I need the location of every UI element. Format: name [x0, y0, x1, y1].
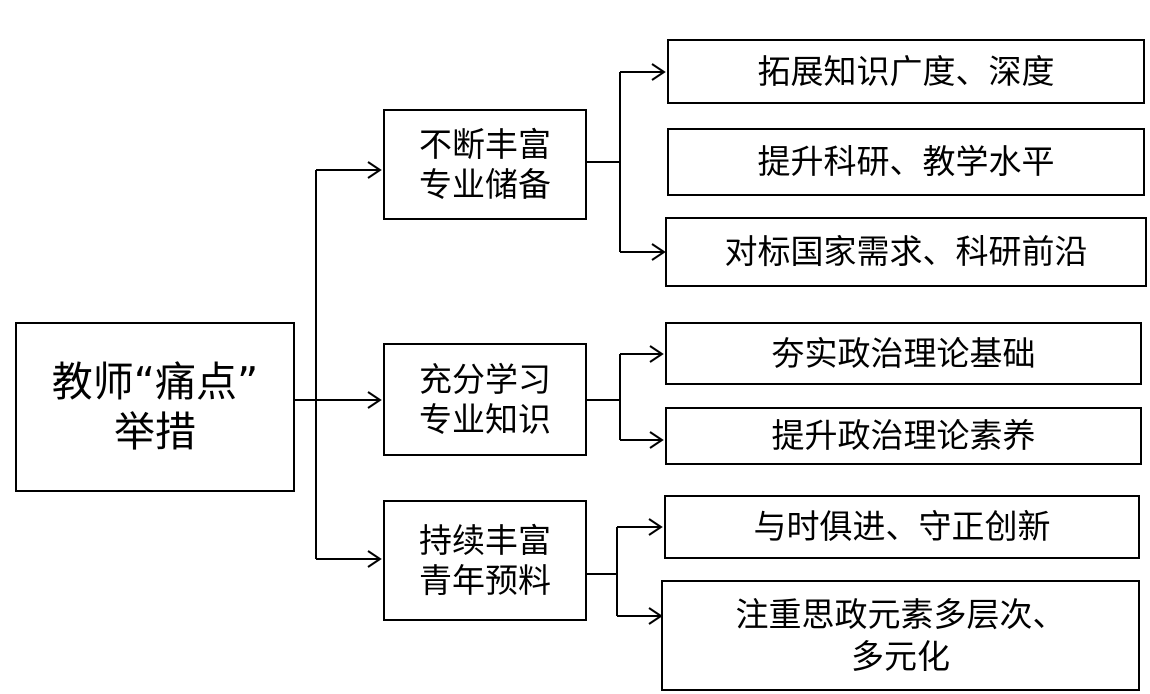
leaf-node-1-3-text: 对标国家需求、科研前沿 [724, 232, 1088, 271]
arrow-branch-2-leaf-2 [649, 431, 664, 449]
branch-node-3-line-2: 青年预料 [419, 560, 551, 600]
arrow-root-branch-2 [367, 391, 382, 409]
leaf-node-1-1-text: 拓展知识广度、深度 [757, 51, 1055, 91]
branch-node-1: 不断丰富 专业储备 [383, 109, 587, 220]
arrow-branch-1-leaf-3 [651, 243, 666, 261]
connector-branch-3-trunk [585, 527, 618, 616]
branch-node-1-line-2: 专业储备 [419, 164, 551, 204]
arrow-root-branch-1 [367, 161, 382, 179]
arrow-root-branch-3 [367, 550, 382, 568]
branch-node-1-line-1: 不断丰富 [419, 124, 551, 164]
leaf-node-1-2: 提升科研、教学水平 [667, 128, 1145, 196]
arrow-branch-3-leaf-1 [648, 518, 663, 536]
branch-node-3: 持续丰富 青年预料 [383, 500, 587, 621]
branch-node-2-line-1: 充分学习 [419, 359, 551, 399]
connector-branch-2-trunk [587, 354, 621, 440]
leaf-node-3-2: 注重思政元素多层次、 多元化 [661, 580, 1140, 691]
leaf-node-1-3: 对标国家需求、科研前沿 [665, 217, 1147, 287]
leaf-node-3-2-line-2: 多元化 [851, 636, 950, 676]
connector-branch-1-trunk [585, 72, 621, 252]
connector-root-trunk [295, 170, 317, 559]
root-node-line-1: 教师“痛点” [51, 358, 259, 406]
root-node: 教师“痛点” 举措 [15, 322, 295, 492]
branch-node-2: 充分学习 专业知识 [383, 343, 587, 456]
leaf-node-3-1: 与时俱进、守正创新 [664, 495, 1140, 559]
leaf-node-1-1: 拓展知识广度、深度 [667, 39, 1145, 104]
branch-node-3-line-1: 持续丰富 [419, 520, 551, 560]
arrow-branch-1-leaf-1 [651, 63, 666, 81]
leaf-node-2-2: 提升政治理论素养 [665, 407, 1142, 465]
root-node-line-2: 举措 [113, 408, 196, 456]
leaf-node-3-2-line-1: 注重思政元素多层次、 [735, 594, 1066, 634]
leaf-node-2-1-text: 夯实政治理论基础 [771, 333, 1036, 373]
branch-node-2-line-2: 专业知识 [419, 399, 551, 439]
leaf-node-2-2-text: 提升政治理论素养 [771, 416, 1036, 455]
leaf-node-2-1: 夯实政治理论基础 [665, 322, 1142, 385]
leaf-node-1-2-text: 提升科研、教学水平 [757, 142, 1055, 181]
leaf-node-3-1-text: 与时俱进、守正创新 [753, 507, 1051, 546]
arrow-branch-2-leaf-1 [649, 345, 664, 363]
